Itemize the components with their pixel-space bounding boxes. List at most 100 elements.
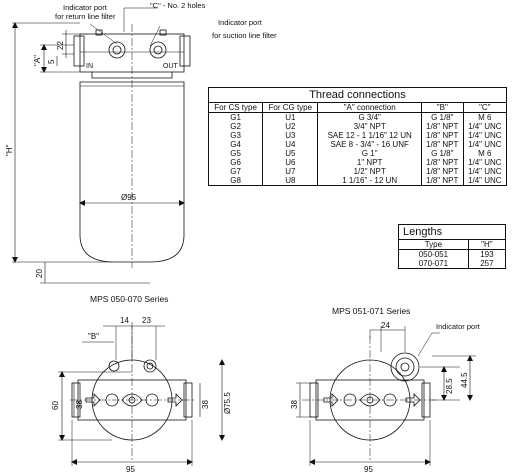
left-bottom-labels: MPS 050-070 Series 14 23 "B" 60 38 38 Ø7… [51, 294, 232, 474]
right-port-block [315, 379, 425, 421]
table-cell: G5 [207, 149, 264, 158]
table-cell: 1/8" NPT [420, 176, 464, 186]
dim-5: 5 [47, 59, 56, 64]
table-row: 050-051 193 [398, 249, 507, 259]
dim-44-5: 44.5 [460, 372, 469, 388]
thread-header: For CS type [207, 102, 264, 113]
dim-38-right-view: 38 [290, 400, 299, 409]
table-cell: 1/8" NPT [420, 158, 464, 167]
table-cell: 1 1/16" - 12 UN [317, 176, 422, 186]
table-cell: U1 [262, 112, 319, 122]
indicator-port-plug-2 [149, 41, 167, 59]
table-cell: G7 [207, 167, 264, 176]
left-port-block [77, 379, 187, 421]
table-cell: 1/4" UNC [462, 158, 508, 167]
table-cell: 3/4" NPT [317, 122, 422, 131]
right-body-circle [329, 359, 411, 441]
dim-b: "B" [88, 332, 99, 341]
table-cell: 1/8" NPT [420, 131, 464, 140]
table-cell: SAE 8 - 3/4" - 16 UNF [317, 140, 422, 149]
lengths-header: Type [398, 239, 469, 250]
callout-indicator-suction-2: for suction line filter [212, 31, 277, 40]
thread-header: "C" [462, 102, 508, 113]
left-view-title: MPS 050-070 Series [90, 294, 168, 304]
side-view [12, 7, 191, 284]
filter-canister [79, 81, 185, 263]
in-label: IN [86, 63, 93, 70]
dim-95-right: 95 [364, 465, 373, 474]
table-cell: G6 [207, 158, 264, 167]
table-cell: G 1" [317, 149, 422, 158]
callout-indicator-return-2: for return line filter [55, 12, 116, 21]
table-cell: 1/4" UNC [462, 167, 508, 176]
table-cell: 1" NPT [317, 158, 422, 167]
table-cell: U8 [262, 176, 319, 186]
table-cell: G 3/4" [317, 112, 422, 122]
table-cell: G 1/8" [420, 149, 464, 158]
right-bottom-view [296, 326, 476, 466]
dim-22: 22 [56, 41, 65, 50]
filter-head [79, 33, 185, 73]
dim-23: 23 [142, 316, 151, 325]
table-cell: 1/4" UNC [462, 140, 508, 149]
dim-14: 14 [120, 316, 129, 325]
table-cell: 257 [467, 259, 507, 269]
table-cell: G3 [207, 131, 264, 140]
dim-a: "A" [33, 55, 42, 66]
table-cell: G 1/8" [420, 112, 464, 122]
dim-38-right: 38 [201, 400, 210, 409]
lengths-table-title: Lengths [398, 224, 506, 240]
dim-dia75: Ø75.5 [223, 392, 232, 414]
thread-header: "A" connection [317, 102, 422, 113]
right-view-title: MPS 051-071 Series [332, 306, 410, 316]
table-cell: 1/8" NPT [420, 122, 464, 131]
dim-h: "H" [5, 144, 14, 156]
table-cell: 1/8" NPT [420, 140, 464, 149]
table-cell: G2 [207, 122, 264, 131]
table-cell: 050-051 [398, 249, 469, 259]
callout-c-holes: "C" - No. 2 holes [150, 1, 206, 10]
callout-indicator-port: Indicator port [436, 322, 481, 331]
table-cell: SAE 12 - 1 1/16" 12 UN [317, 131, 422, 140]
table-cell: M 6 [462, 112, 508, 122]
dim-dia95: Ø95 [121, 193, 137, 202]
side-view-labels: Indicator port for return line filter "C… [5, 1, 277, 278]
right-bottom-labels: MPS 051-071 Series 24 Indicator port 38 … [290, 306, 481, 474]
thread-table-title: Thread connections [208, 87, 507, 103]
dim-24: 24 [381, 321, 390, 330]
table-cell: 1/8" NPT [420, 167, 464, 176]
dim-28-5: 28.5 [445, 378, 454, 394]
indicator-port-plug [108, 41, 126, 59]
table-cell: M 6 [462, 149, 508, 158]
table-cell: U6 [262, 158, 319, 167]
thread-header: "B" [420, 102, 464, 113]
dim-95-left: 95 [126, 465, 135, 474]
table-cell: 193 [467, 249, 507, 259]
callout-indicator-return: Indicator port [63, 3, 108, 12]
out-label: OUT [163, 63, 179, 70]
table-cell: U4 [262, 140, 319, 149]
table-cell: U3 [262, 131, 319, 140]
outlet-boss [179, 35, 191, 67]
table-cell: 1/2" NPT [317, 167, 422, 176]
table-cell: G1 [207, 112, 264, 122]
table-cell: 1/4" UNC [462, 122, 508, 131]
table-cell: 1/4" UNC [462, 176, 508, 186]
table-cell: G4 [207, 140, 264, 149]
table-cell: 1/4" UNC [462, 131, 508, 140]
lengths-table: Lengths Type "H" 050-051 193 070-071 257 [398, 224, 507, 269]
table-cell: U2 [262, 122, 319, 131]
thread-header: For CG type [262, 102, 319, 113]
dim-20: 20 [35, 269, 44, 278]
table-cell: U5 [262, 149, 319, 158]
table-cell: 070-071 [398, 259, 469, 269]
table-row: 070-071 257 [398, 259, 507, 269]
